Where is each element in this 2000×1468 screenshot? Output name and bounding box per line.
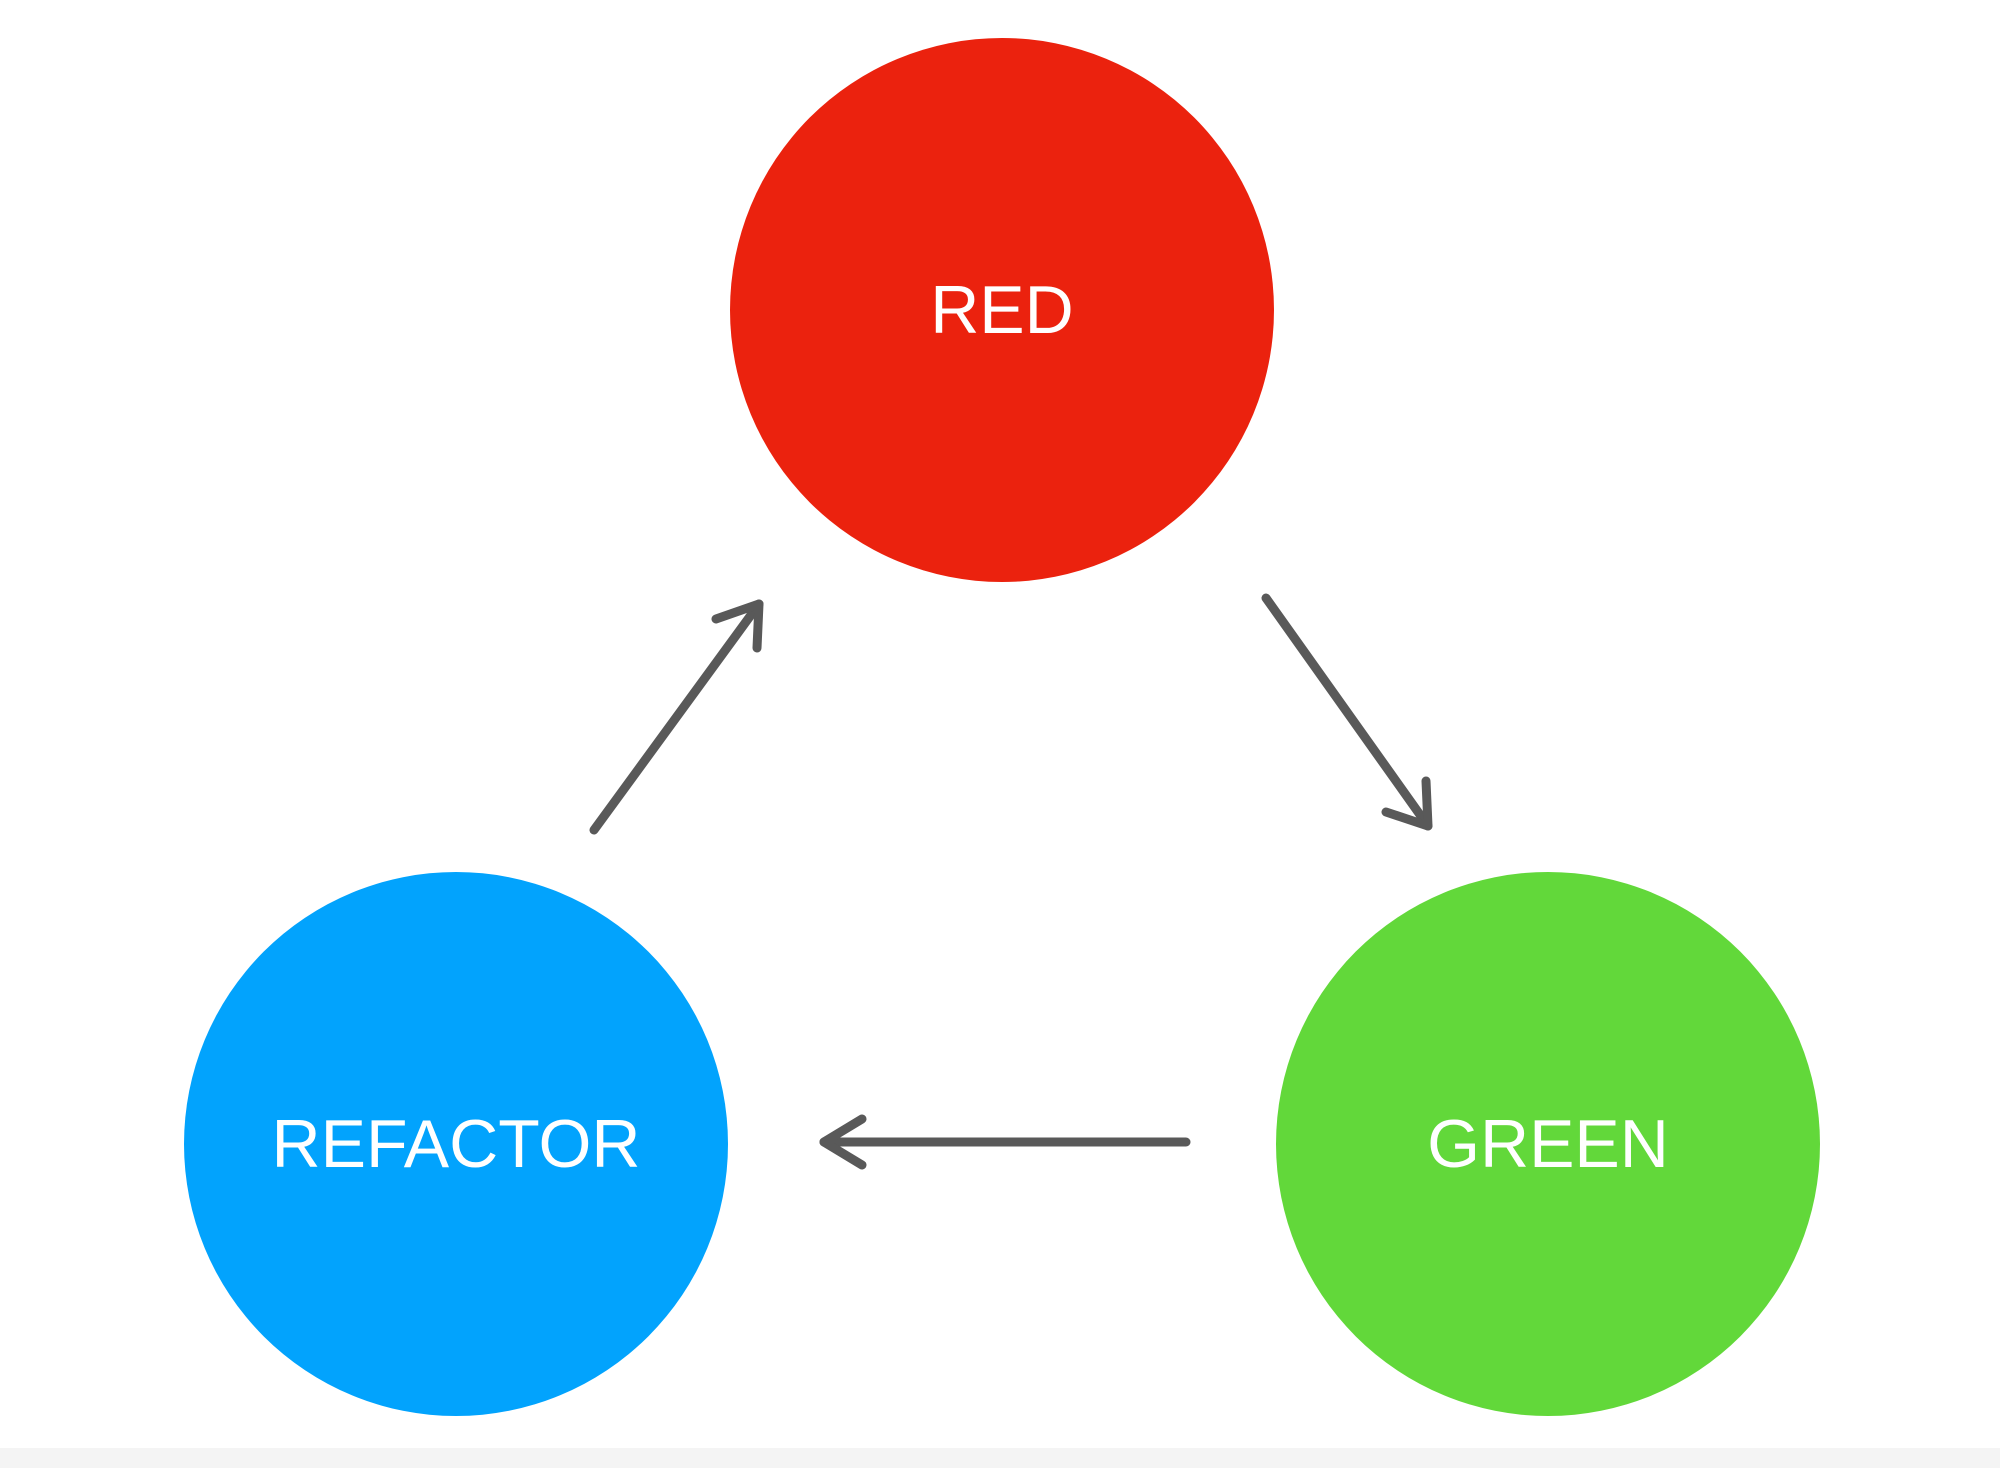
arrow-refactor-to-red [589,599,764,835]
refactor-circle: REFACTOR [184,872,728,1416]
refactor-label: REFACTOR [271,1106,641,1182]
bottom-edge-strip [0,1448,2000,1468]
red-label: RED [930,272,1074,348]
green-circle: GREEN [1276,872,1820,1416]
red-circle: RED [730,38,1274,582]
arrow-refactor-to-red-head [711,599,764,653]
arrow-red-to-green-head [1381,776,1433,831]
arrow-green-to-refactor [819,1114,1191,1170]
arrow-red-to-green [1261,593,1433,831]
arrow-refactor-to-red-shaft [589,599,764,835]
arrow-green-to-refactor-head [819,1114,867,1170]
green-label: GREEN [1427,1106,1669,1182]
arrow-red-to-green-shaft [1261,593,1433,831]
